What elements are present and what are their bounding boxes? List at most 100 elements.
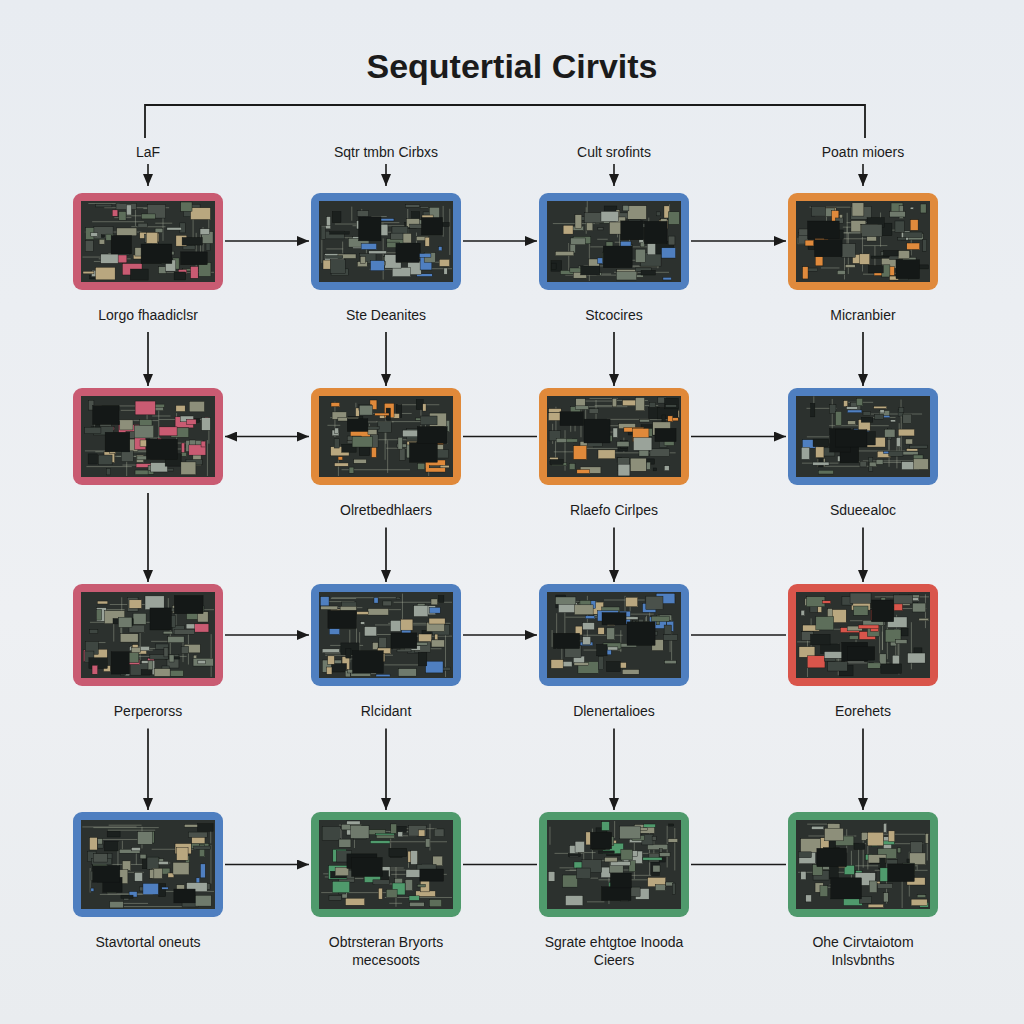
connector-arrow xyxy=(225,634,309,636)
board-part xyxy=(164,648,168,657)
board-part xyxy=(653,468,657,471)
connector-arrow xyxy=(691,436,786,438)
board-part xyxy=(644,221,667,243)
board-part xyxy=(361,622,365,624)
board-parts xyxy=(799,593,929,676)
board-part xyxy=(813,462,829,465)
board-part xyxy=(560,412,583,426)
board-part xyxy=(189,832,208,837)
board-part xyxy=(112,209,118,215)
circuit-board-box xyxy=(73,193,223,290)
board-part xyxy=(174,271,186,279)
board-part xyxy=(868,904,883,907)
caption-group: Ste Deanites xyxy=(301,307,471,325)
board-part xyxy=(339,839,351,847)
heading-group: LaF xyxy=(63,144,233,162)
board-part xyxy=(583,623,595,630)
board-part xyxy=(159,266,166,273)
box-heading: Sqtr tmbn Cirbxs xyxy=(334,144,438,162)
board-part xyxy=(425,237,429,246)
board-part xyxy=(811,403,815,417)
board-part xyxy=(118,253,127,262)
board-part xyxy=(575,406,588,410)
connector-arrow xyxy=(147,332,149,386)
board-part xyxy=(816,447,824,458)
board-part xyxy=(400,619,413,630)
board-part xyxy=(200,864,205,878)
board-part xyxy=(322,649,339,653)
board-part xyxy=(90,630,98,634)
board-part xyxy=(568,853,580,856)
circuit-box-node: Ohe Cirvtaiotom Inlsvbnths xyxy=(778,812,948,969)
board-part xyxy=(169,655,174,662)
board-part xyxy=(95,267,115,280)
circuit-box-node: Obtrsteran Bryorts mecesoots xyxy=(301,812,471,969)
board-part xyxy=(353,651,384,673)
board-trace xyxy=(614,821,615,838)
board-part xyxy=(420,869,444,881)
board-part xyxy=(131,848,140,851)
board-part xyxy=(895,220,904,231)
board-part xyxy=(848,421,856,425)
board-part xyxy=(923,239,927,251)
board-part xyxy=(890,211,905,216)
connector-arrow xyxy=(463,436,537,438)
board-part xyxy=(120,634,138,642)
circuit-box-node: Sgrate ehtgtoe Inooda Cieers xyxy=(529,812,699,969)
box-frame xyxy=(788,388,938,485)
box-label: Sdueealoc xyxy=(830,502,896,520)
board-part xyxy=(641,270,655,275)
board-part xyxy=(322,826,340,840)
board-part xyxy=(650,449,670,457)
board-parts xyxy=(87,824,213,908)
board-part xyxy=(421,217,442,234)
board-part xyxy=(418,653,427,666)
board-part xyxy=(904,232,922,238)
board-part xyxy=(837,270,845,274)
board-part xyxy=(898,429,914,436)
circuit-board-box xyxy=(311,812,461,917)
board-part xyxy=(418,830,424,836)
board-part xyxy=(584,419,610,443)
heading-arrow xyxy=(853,162,873,188)
board-traces xyxy=(82,825,214,906)
connector-arrow xyxy=(691,240,786,242)
board-part xyxy=(98,839,103,848)
caption-group: Stavtortal oneuts xyxy=(63,934,233,952)
circuit-board-picture xyxy=(788,193,938,290)
board-part xyxy=(897,848,900,853)
circuit-box-node: Cult srofintsStcocires xyxy=(529,144,699,324)
board-trace xyxy=(389,903,402,904)
board-part xyxy=(665,405,676,407)
caption-group: Olretbedhlaers xyxy=(301,502,471,520)
box-label: Rlaefo Cirlpes xyxy=(570,502,658,520)
board-part xyxy=(669,824,674,826)
board-part xyxy=(421,416,437,425)
box-frame xyxy=(788,584,938,686)
board-traces xyxy=(802,396,922,468)
board-part xyxy=(440,465,449,468)
box-heading: Cult srofints xyxy=(577,144,651,162)
board-part xyxy=(386,889,397,897)
board-part xyxy=(168,636,184,642)
board-part xyxy=(913,603,926,612)
board-part xyxy=(910,445,928,448)
board-parts xyxy=(548,822,677,906)
circuit-board-picture xyxy=(539,193,689,290)
board-trace xyxy=(351,206,352,220)
board-part xyxy=(121,895,133,898)
board-part xyxy=(435,634,438,640)
board-ground xyxy=(547,592,681,678)
board-part xyxy=(854,606,868,615)
circuit-box-node xyxy=(63,388,233,485)
board-part xyxy=(665,660,677,663)
box-label: Perperorss xyxy=(114,703,182,721)
board-part xyxy=(910,219,918,230)
board-part xyxy=(121,451,133,462)
board-part xyxy=(191,266,199,278)
circuit-board-picture xyxy=(539,812,689,917)
board-ground xyxy=(796,201,930,282)
board-traces xyxy=(321,594,452,677)
connector-arrow xyxy=(463,864,537,866)
heading-arrow-line xyxy=(862,164,864,186)
